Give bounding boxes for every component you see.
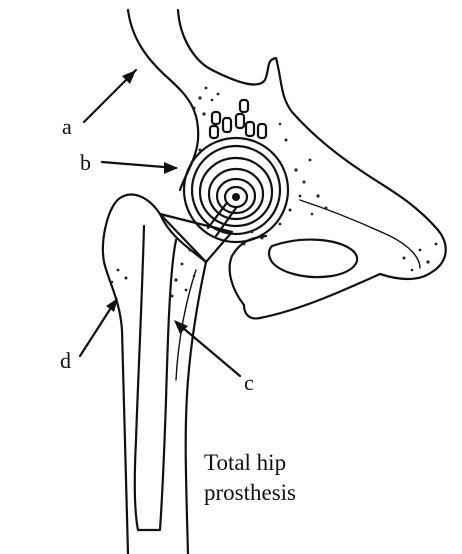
label-a: a <box>62 114 72 139</box>
femoral-head <box>232 193 240 201</box>
pelvis-bone <box>128 10 446 318</box>
label-b: b <box>80 150 91 175</box>
acetabular-cup <box>184 138 288 242</box>
fixation-pegs <box>210 100 266 138</box>
arrow-c <box>176 322 240 376</box>
caption-line-2: prosthesis <box>204 480 296 505</box>
caption-line-1: Total hip <box>204 450 286 475</box>
label-c: c <box>244 370 254 395</box>
femur <box>103 195 206 554</box>
pointer-arrows <box>80 70 240 376</box>
stipple-texture <box>111 87 438 298</box>
label-d: d <box>60 348 71 373</box>
